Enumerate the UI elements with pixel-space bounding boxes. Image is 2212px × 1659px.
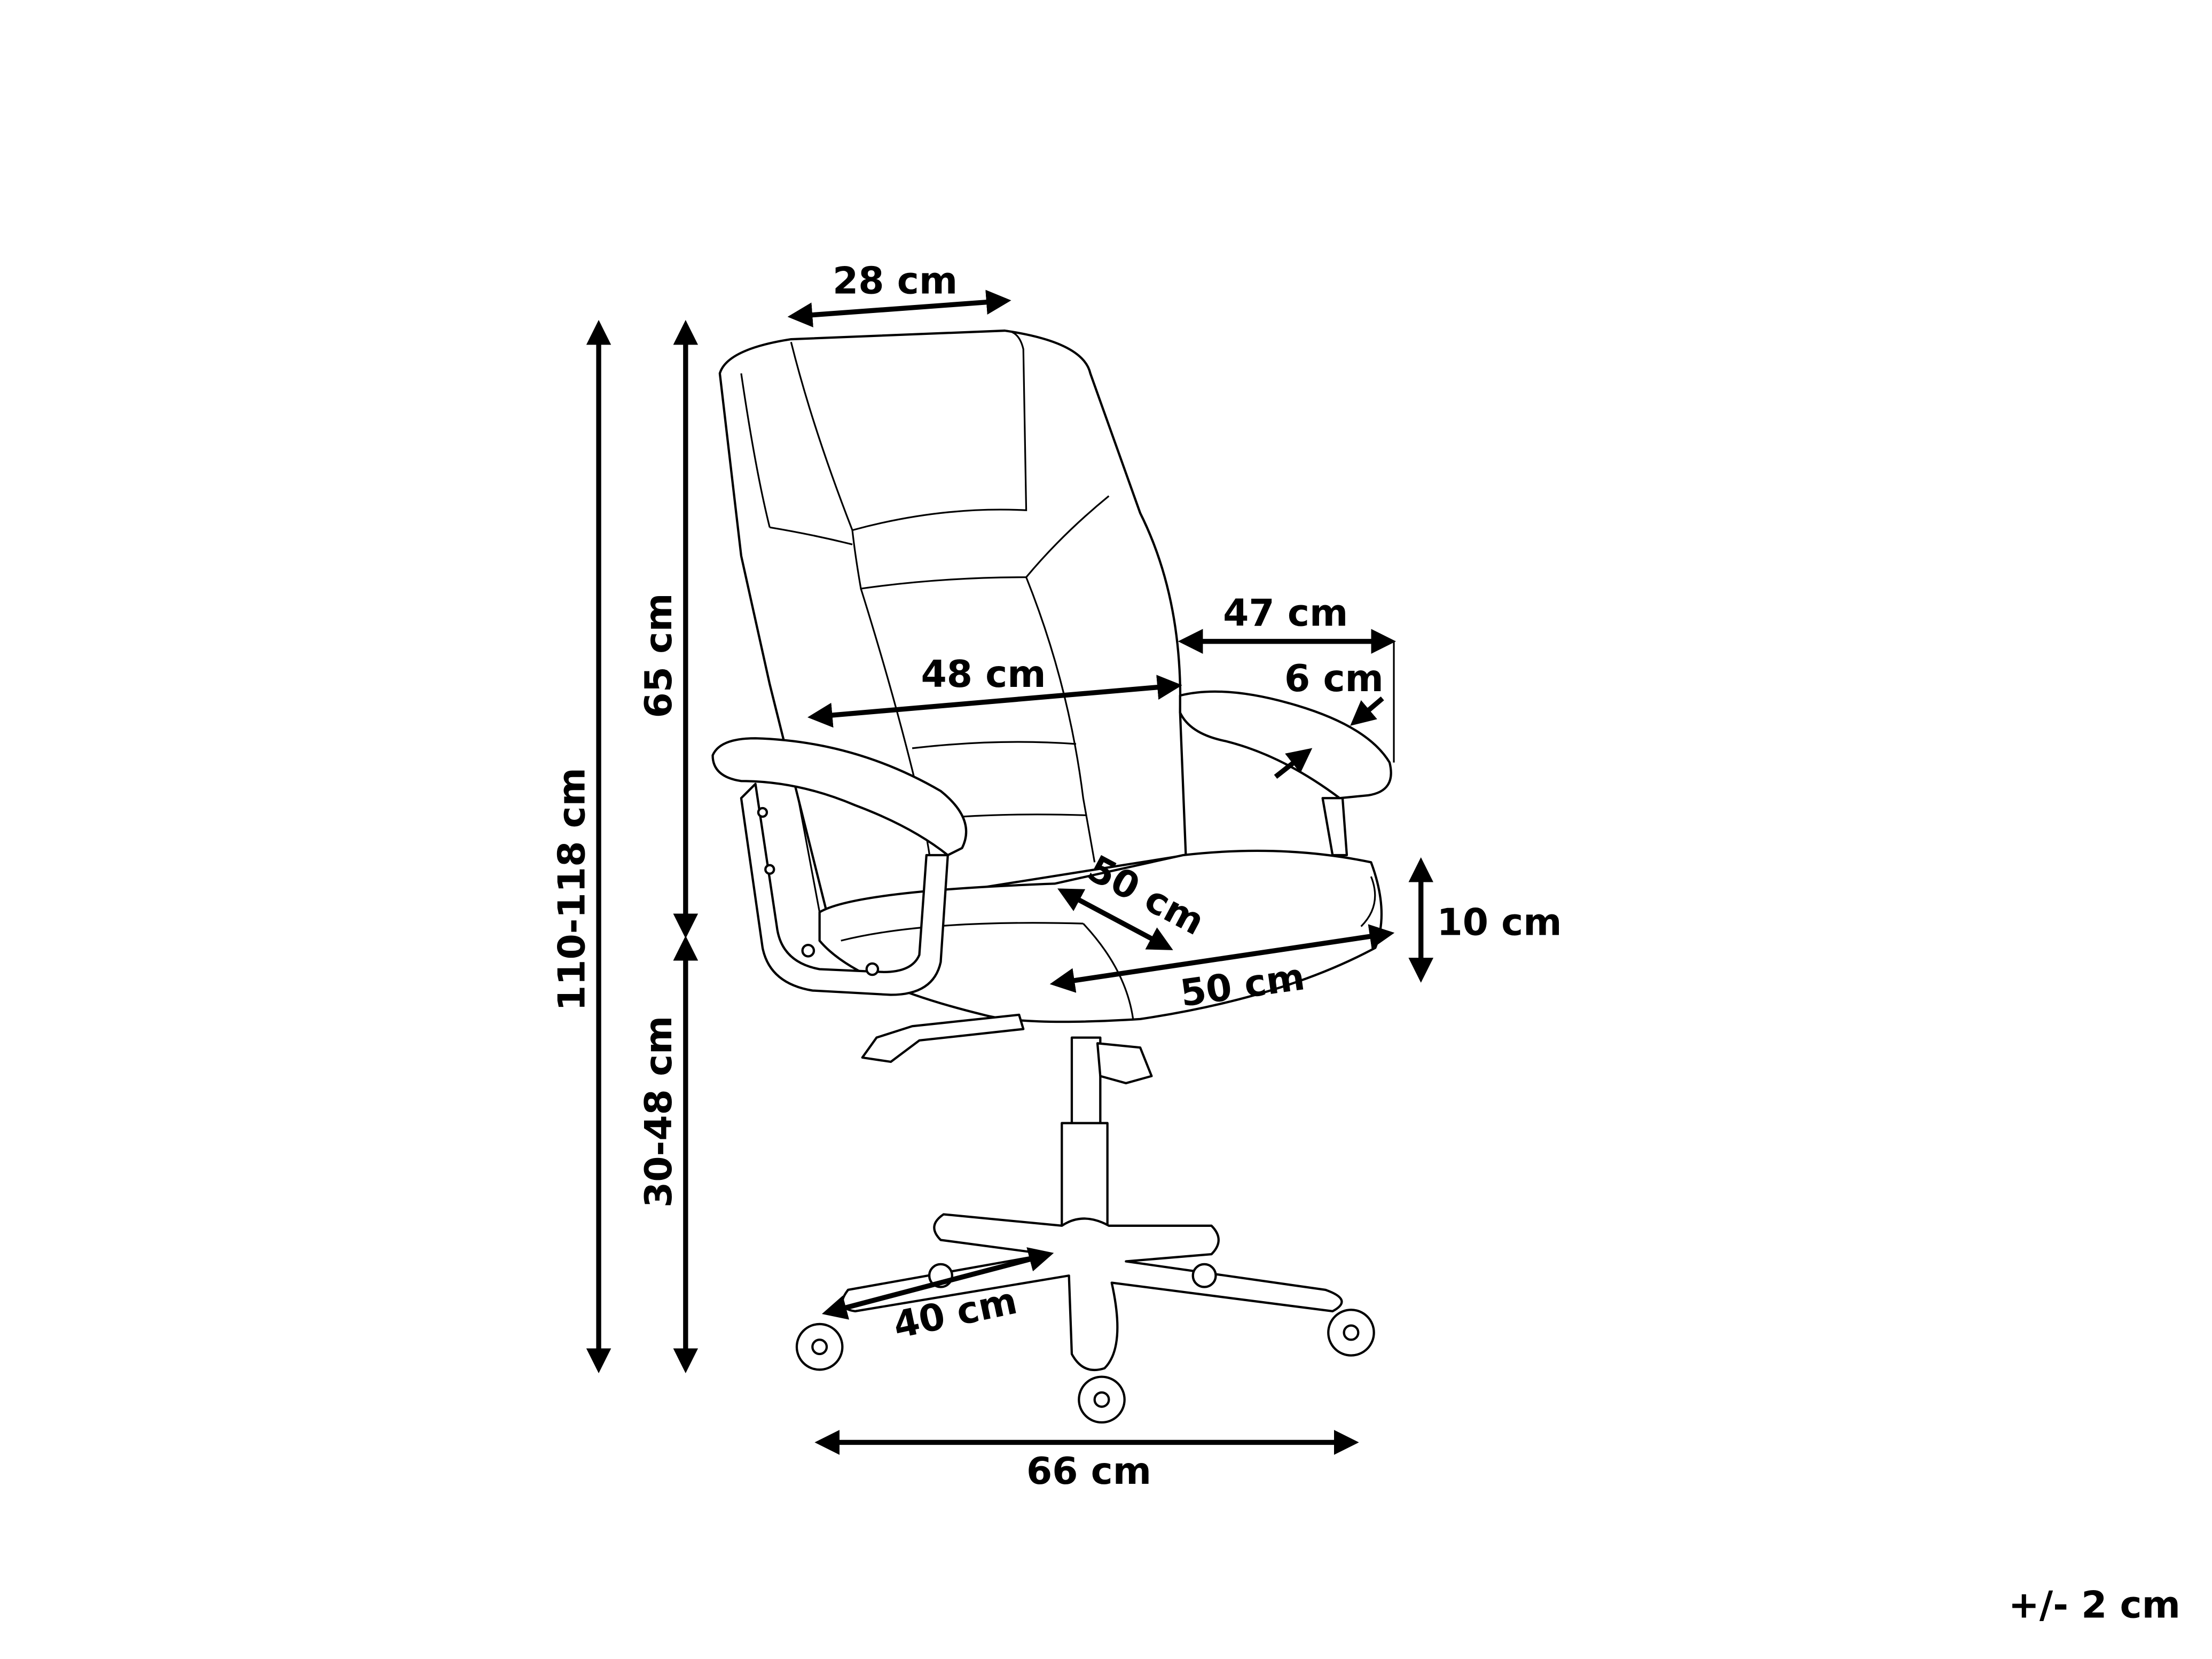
label-tolerance: +/- 2 cm — [2009, 1584, 2180, 1627]
arrow-armrest-width-bottom — [1274, 748, 1313, 779]
armrest-support-left — [740, 782, 949, 996]
height-lever — [861, 1013, 1025, 1063]
armrest-support-right — [1321, 797, 1348, 857]
label-base-width: 66 cm — [1026, 1450, 1151, 1493]
gas-cylinder — [1070, 1036, 1102, 1124]
star-base — [795, 1213, 1375, 1424]
label-backrest-height: 65 cm — [638, 593, 680, 718]
arrow-seat-width — [1049, 924, 1395, 993]
headrest — [790, 330, 1027, 531]
dimension-labels: 28 cm 110-118 cm 65 cm 30-48 cm 48 cm 47… — [551, 260, 2180, 1627]
armrest-right — [1179, 690, 1392, 800]
label-headrest-width: 28 cm — [833, 260, 958, 303]
label-seat-thickness: 10 cm — [1437, 901, 1562, 944]
armrest-left — [711, 737, 968, 857]
dimension-arrows — [586, 289, 1434, 1455]
arrow-armrest-width-top — [1350, 696, 1384, 726]
label-seat-height: 30-48 cm — [638, 1016, 680, 1208]
arrow-headrest-width — [787, 289, 1011, 327]
label-armrest-length: 47 cm — [1223, 592, 1348, 635]
label-armrest-width: 6 cm — [1284, 658, 1384, 700]
arrow-base-radius — [821, 1247, 1054, 1320]
label-total-height: 110-118 cm — [551, 768, 593, 1011]
label-backrest-width: 48 cm — [921, 653, 1046, 696]
arrow-backrest-width — [807, 675, 1182, 728]
chair-illustration — [711, 329, 1392, 1424]
